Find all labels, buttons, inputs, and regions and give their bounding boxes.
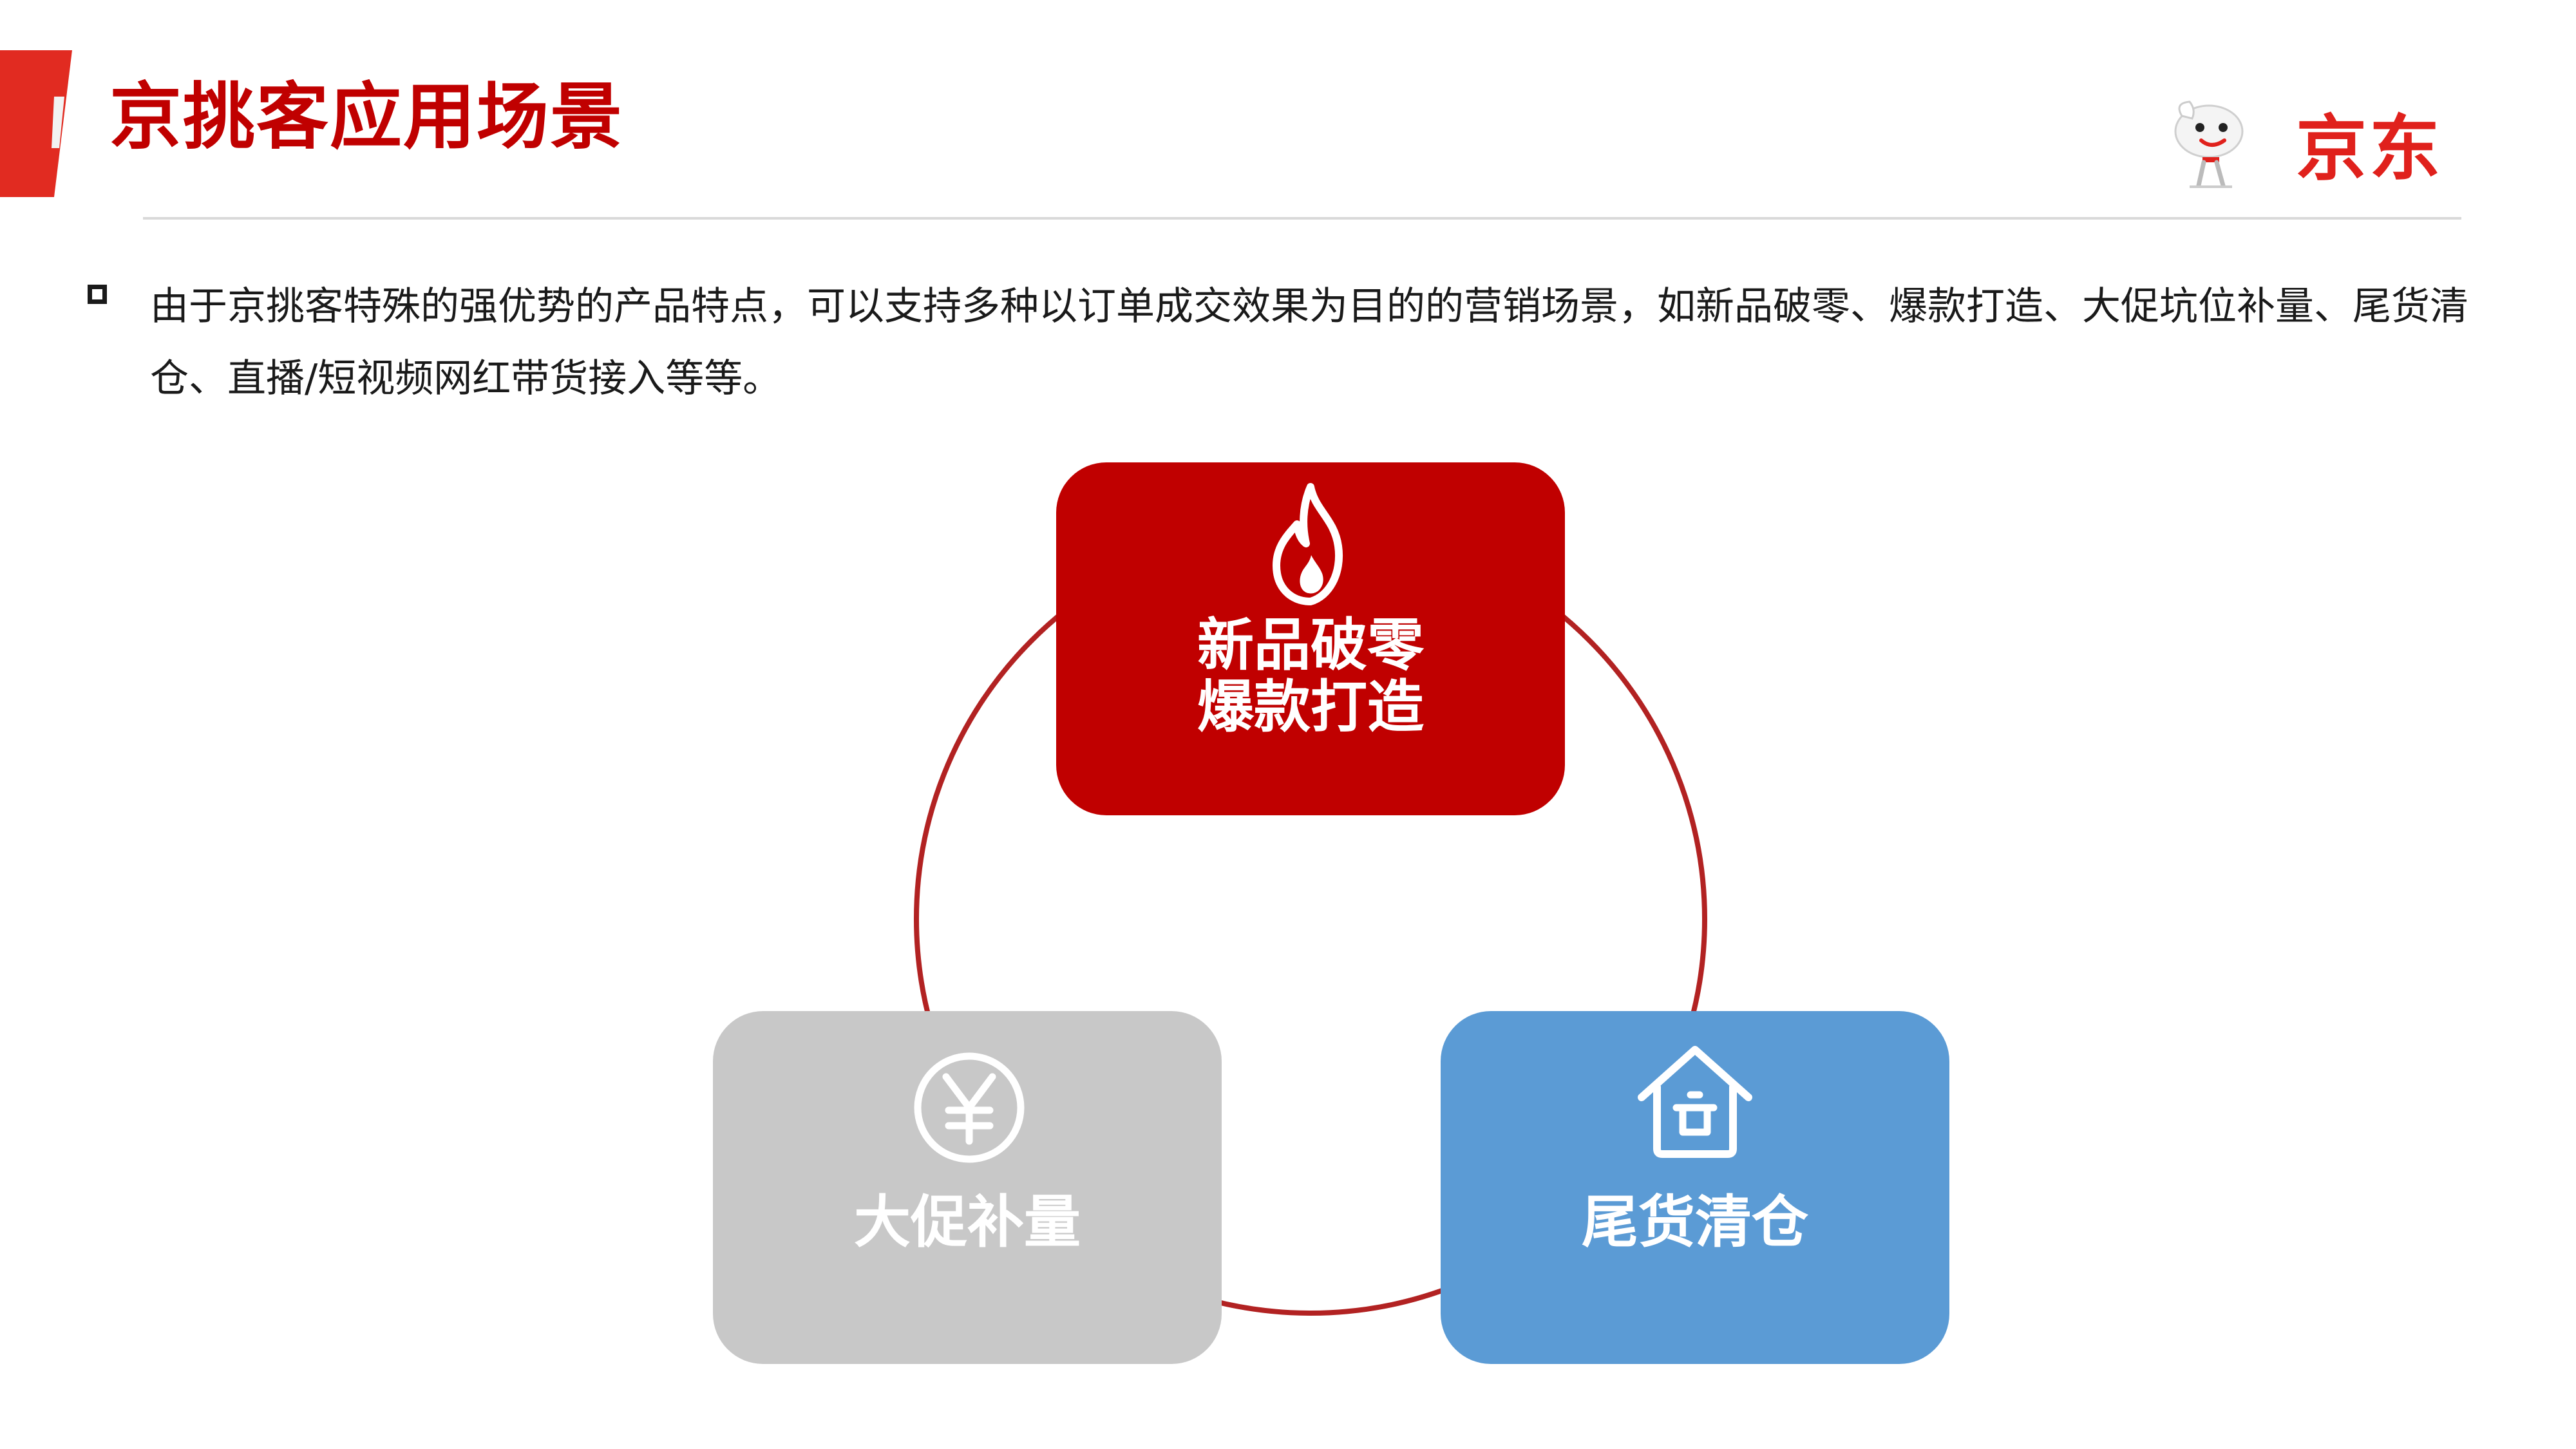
corner-accent	[0, 50, 72, 197]
page-title: 京挑客应用场景	[109, 75, 623, 159]
bullet-square-icon	[88, 285, 107, 304]
title-divider	[143, 217, 2461, 220]
scenario-card-new-product: 新品破零 爆款打造	[1056, 462, 1565, 815]
node-label-line2: 爆款打造	[1197, 674, 1424, 740]
yen-icon	[914, 1052, 1025, 1163]
joy-dog-mascot-icon	[2174, 100, 2244, 188]
node-label: 大促补量	[853, 1189, 1081, 1255]
flame-icon	[1273, 483, 1343, 605]
intro-paragraph: 由于京挑客特殊的强优势的产品特点，可以支持多种以订单成交效果为目的的营销场景，如…	[150, 284, 2468, 401]
house-icon	[1638, 1046, 1752, 1158]
node-label: 尾货清仓	[1581, 1189, 1808, 1255]
scenario-card-promotion: 大促补量	[713, 1011, 1222, 1364]
node-label-line1: 新品破零	[1197, 612, 1424, 678]
scenario-card-clearance: 尾货清仓	[1441, 1011, 1949, 1364]
logo-text: 京东	[2296, 108, 2443, 190]
jd-logo: 京东	[2170, 90, 2473, 193]
